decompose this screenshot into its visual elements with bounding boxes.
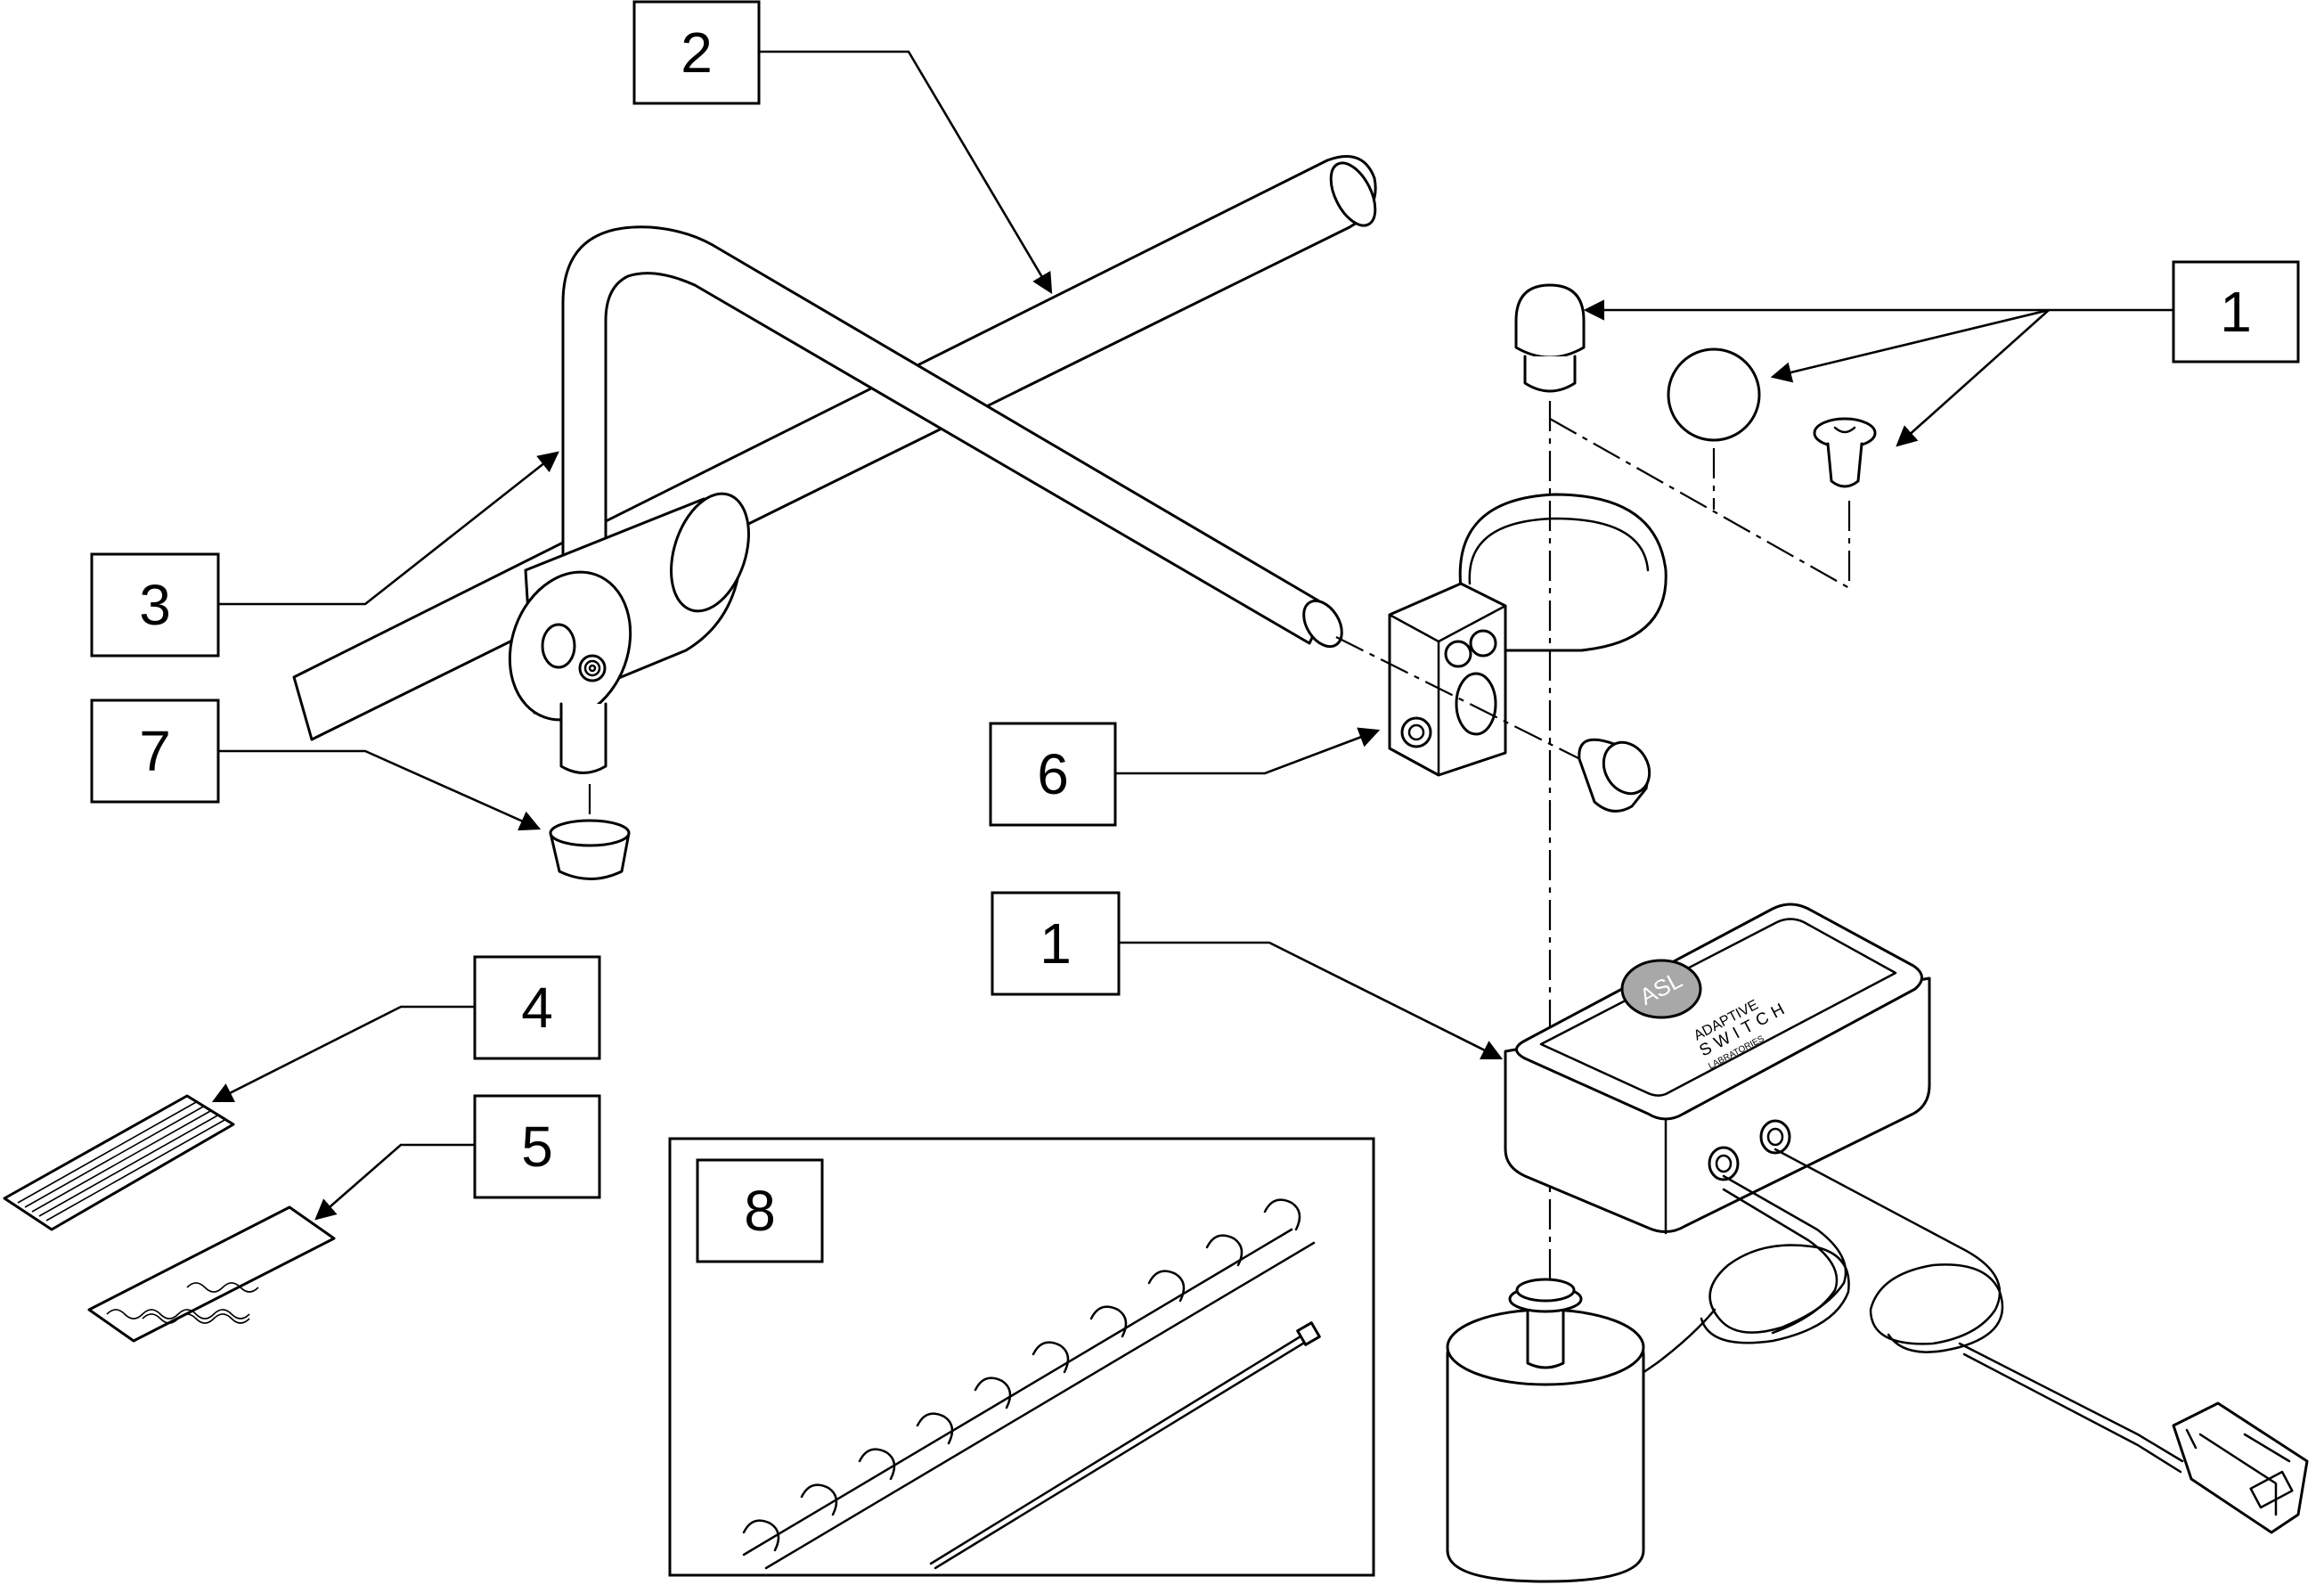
svg-text:2: 2 — [681, 20, 713, 85]
svg-text:4: 4 — [521, 976, 553, 1040]
switch-caps — [1514, 283, 1877, 1283]
svg-text:6: 6 — [1037, 742, 1069, 806]
callout-3: 3 — [90, 552, 220, 658]
loop-tape — [87, 1205, 336, 1343]
callout-2: 2 — [632, 0, 761, 105]
asl-logo — [1620, 959, 1702, 1019]
svg-text:8: 8 — [744, 1179, 776, 1243]
callout-4: 4 — [473, 955, 601, 1060]
svg-text:3: 3 — [139, 573, 171, 637]
callout-6: 6 — [989, 722, 1117, 827]
svg-text:7: 7 — [139, 719, 171, 783]
switch-cables — [1553, 1148, 2309, 1534]
callout-leaders — [211, 50, 2173, 1221]
callout-1-mid: 1 — [991, 891, 1121, 996]
clamp-bracket — [1335, 493, 1668, 813]
callout-5: 5 — [473, 1094, 601, 1199]
svg-text:1: 1 — [2220, 280, 2252, 344]
hook-tape — [3, 1094, 235, 1231]
svg-text:1: 1 — [1040, 911, 1072, 976]
callout-7: 7 — [90, 699, 220, 804]
switch-box: ASL ADAPTIVE SWITCH LABRATORIES — [1504, 903, 1931, 1235]
push-button-switch — [1446, 1278, 1645, 1583]
mounting-arm — [292, 155, 1377, 880]
svg-text:5: 5 — [521, 1115, 553, 1179]
callout-8: 8 — [696, 1158, 824, 1263]
callout-1-top: 1 — [2172, 260, 2300, 364]
